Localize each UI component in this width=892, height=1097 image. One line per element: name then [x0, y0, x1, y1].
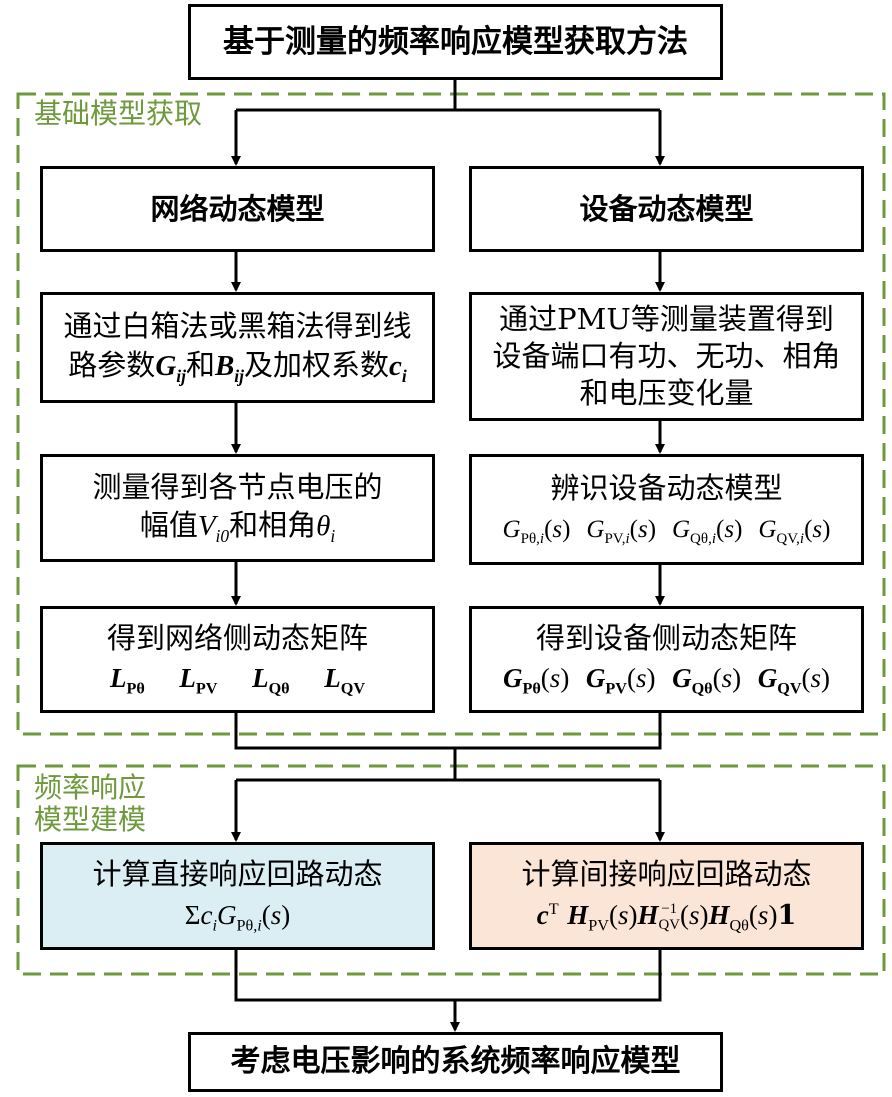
- device-matrix-symbols: GPθ(s) GPV(s) GQθ(s) GQV(s): [503, 661, 830, 700]
- line-parameter-weight: 及加权系数: [243, 347, 389, 382]
- pmu-text-1: 通过PMU等测量装置得到: [499, 301, 834, 336]
- symbol-G-Qtheta: GQθ(s): [672, 663, 742, 698]
- section-label-basic-model: 基础模型获取: [30, 97, 207, 131]
- arg-s-1: (s): [608, 899, 638, 930]
- symbol-theta-i: θi: [316, 510, 336, 547]
- network-model-box: 网络动态模型: [40, 166, 435, 252]
- line-parameter-box: 通过白箱法或黑箱法得到线 路参数Gij和Bij及加权系数ci: [40, 292, 435, 403]
- title-split-line: [236, 80, 660, 112]
- line-parameter-and: 和: [185, 347, 215, 382]
- symbol-G-QV-i: GQV,i(s): [758, 515, 831, 547]
- symbol-sum-ci-G: ΣciGPθ,i(s): [184, 899, 291, 935]
- node-voltage-and: 和相角: [229, 508, 317, 543]
- section-label-line-2: 模型建模: [34, 803, 147, 837]
- node-voltage-box: 测量得到各节点电压的 幅值Vi0和相角θi: [40, 454, 435, 562]
- section-label-line-1: 频率响应: [34, 771, 147, 804]
- final-model-box: 考虑电压影响的系统频率响应模型: [188, 1032, 723, 1092]
- indirect-response-text: 计算间接响应回路动态: [521, 857, 812, 892]
- merge-line-bottom: [234, 950, 662, 1002]
- node-voltage-text-1: 测量得到各节点电压的: [92, 469, 383, 504]
- line-parameter-text-1: 通过白箱法或黑箱法得到线: [63, 309, 412, 344]
- pmu-text-3: 和电压变化量: [579, 376, 754, 411]
- symbol-G-PV: GPV(s): [585, 663, 656, 698]
- node-voltage-prefix: 幅值: [139, 508, 198, 543]
- symbol-B-ij: Bij: [214, 349, 244, 386]
- direct-response-box: 计算直接响应回路动态 ΣciGPθ,i(s): [40, 842, 435, 950]
- device-transfer-functions: GPθ,i(s) GPV,i(s) GQθ,i(s) GQV,i(s): [503, 512, 831, 550]
- symbol-G-PV-i: GPV,i(s): [586, 515, 657, 547]
- section-frame-basic-model: [16, 92, 886, 736]
- line-parameter-prefix: 路参数: [68, 347, 156, 382]
- node-voltage-text-2: 幅值Vi0和相角θi: [140, 506, 335, 548]
- symbol-H-PV: HPV: [567, 899, 609, 935]
- pmu-text-2: 设备端口有功、无功、相角: [492, 338, 841, 373]
- device-matrix-box: 得到设备侧动态矩阵 GPθ(s) GPV(s) GQθ(s) GQV(s): [469, 606, 864, 713]
- symbol-L-Ptheta: LPθ: [109, 663, 145, 698]
- symbol-c-transpose: cT: [536, 899, 559, 930]
- symbol-G-ij: Gij: [155, 349, 186, 386]
- device-model-box: 设备动态模型: [469, 166, 864, 252]
- device-matrix-text: 得到设备侧动态矩阵: [535, 620, 797, 655]
- symbol-c-i: ci: [388, 349, 407, 386]
- network-model-title: 网络动态模型: [150, 191, 325, 226]
- symbol-G-Qtheta-i: GQθ,i(s): [671, 515, 743, 547]
- symbol-one-vector: 1: [777, 899, 797, 931]
- final-model-text: 考虑电压影响的系统频率响应模型: [230, 1044, 681, 1080]
- arg-s-2: (s): [679, 899, 709, 930]
- network-matrix-symbols: LPθ LPV LQθ LQV: [110, 661, 365, 700]
- symbol-L-Qtheta: LQθ: [252, 663, 290, 698]
- line-parameter-text-2: 路参数Gij和Bij及加权系数ci: [68, 346, 406, 388]
- title-box: 基于测量的频率响应模型获取方法: [188, 4, 723, 80]
- pmu-measurement-box: 通过PMU等测量装置得到 设备端口有功、无功、相角 和电压变化量: [469, 292, 864, 421]
- device-identification-box: 辨识设备动态模型 GPθ,i(s) GPV,i(s) GQθ,i(s) GQV,…: [469, 454, 864, 565]
- symbol-L-PV: LPV: [179, 663, 218, 698]
- symbol-L-QV: LQV: [324, 663, 366, 698]
- network-matrix-text: 得到网络侧动态矩阵: [106, 620, 368, 655]
- device-identification-text: 辨识设备动态模型: [550, 471, 783, 506]
- symbol-G-Ptheta-i: GPθ,i(s): [502, 515, 571, 547]
- title-text: 基于测量的频率响应模型获取方法: [223, 23, 688, 60]
- symbol-H-Qtheta: HQθ: [708, 899, 749, 935]
- network-matrix-box: 得到网络侧动态矩阵 LPθ LPV LQθ LQV: [40, 606, 435, 713]
- symbol-V-i0: Vi0: [197, 510, 230, 547]
- symbol-G-Ptheta: GPθ(s): [502, 663, 570, 698]
- device-model-title: 设备动态模型: [579, 191, 754, 226]
- section-label-frequency-model: 频率响应 模型建模: [30, 771, 151, 837]
- merge-line-top: [234, 713, 662, 782]
- symbol-G-QV: GQV(s): [757, 663, 831, 698]
- direct-response-formula: ΣciGPθ,i(s): [185, 898, 291, 937]
- section-frame-frequency-model: [16, 764, 886, 976]
- indirect-response-box: 计算直接响应回路动态 计算间接响应回路动态 cT HPV(s)H−1QV(s)H…: [469, 842, 864, 950]
- direct-response-text: 计算直接响应回路动态: [92, 857, 383, 892]
- arg-s-3: (s): [748, 899, 778, 930]
